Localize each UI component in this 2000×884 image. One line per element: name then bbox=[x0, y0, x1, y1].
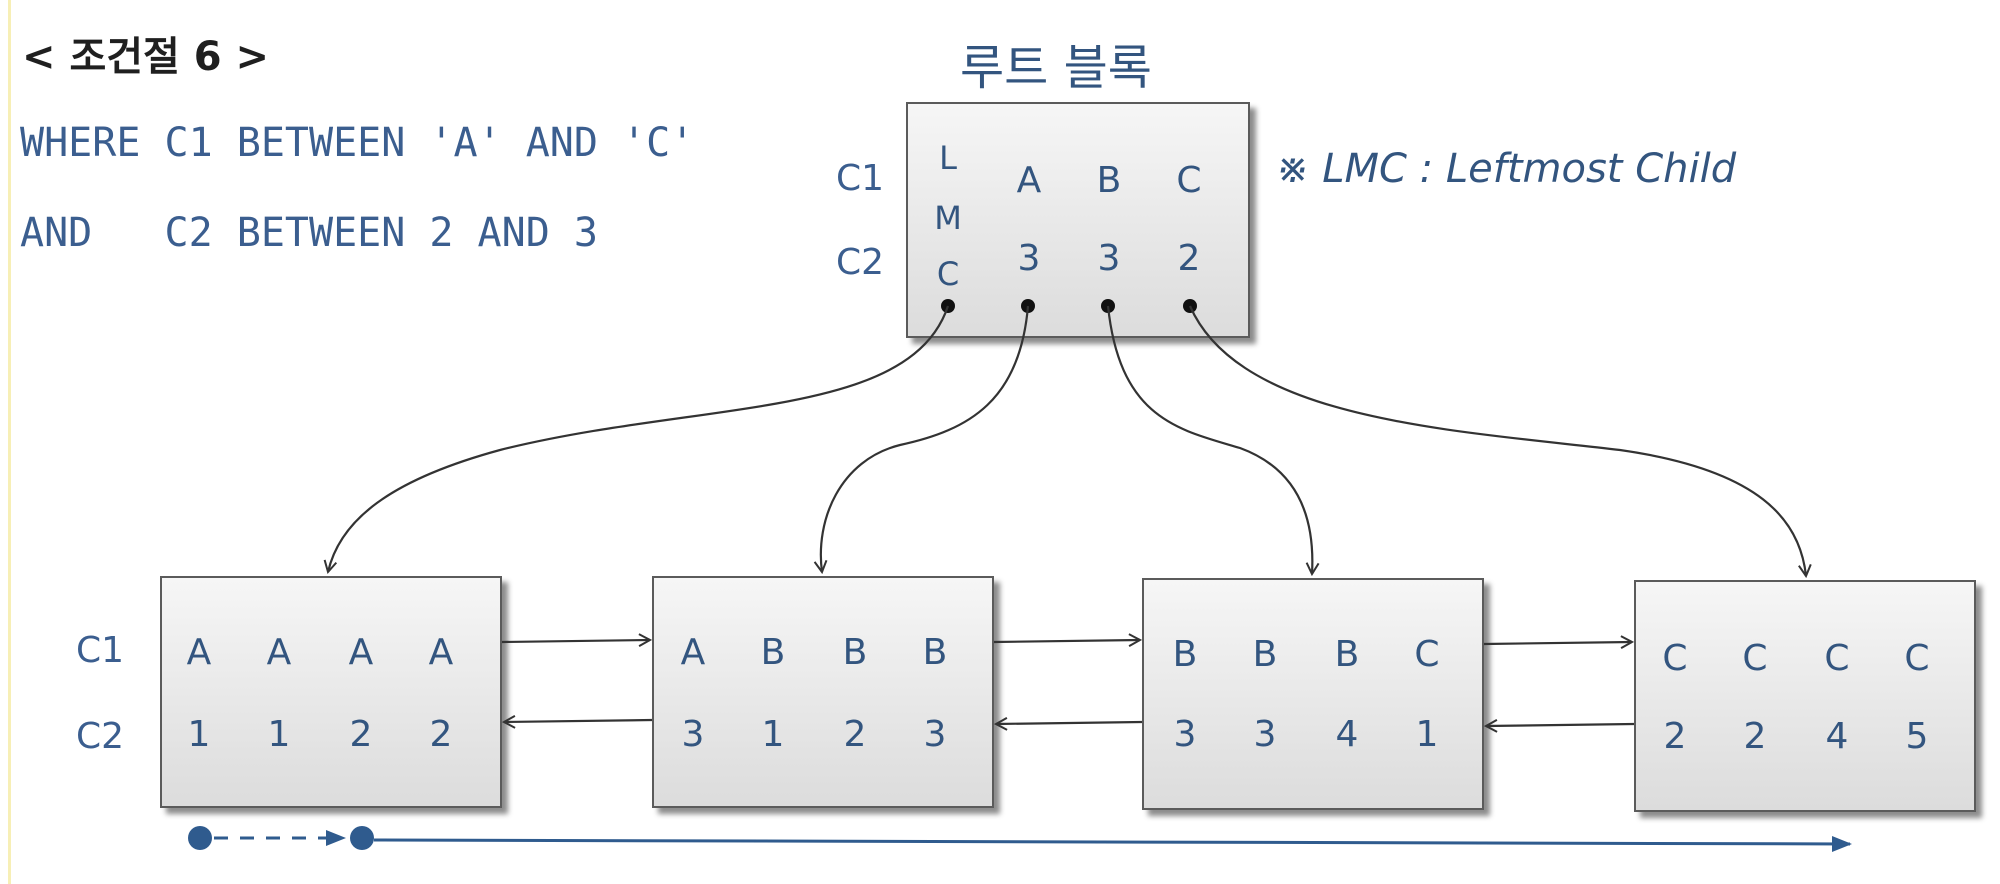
root-c2-label: C2 bbox=[836, 242, 885, 283]
lmc-note: ※ LMC : Leftmost Child bbox=[1276, 146, 1737, 192]
leaf-c1-cell: A bbox=[186, 632, 212, 673]
leaf-c1-cell: C bbox=[1742, 638, 1768, 679]
margin-line bbox=[8, 0, 11, 884]
leaf-c2-cell: 5 bbox=[1905, 716, 1929, 757]
root-c1-cell: C bbox=[1176, 160, 1202, 201]
leaf-c2-cell: 3 bbox=[1253, 714, 1277, 755]
leaf-c1-cell: B bbox=[760, 632, 786, 673]
leaf-c2-cell: 3 bbox=[923, 714, 947, 755]
leaf-c1-cell: A bbox=[680, 632, 706, 673]
leaf-c1-cell: C bbox=[1662, 638, 1688, 679]
leaf-c1-cell: B bbox=[922, 632, 948, 673]
leaf-c2-cell: 1 bbox=[187, 714, 211, 755]
leaf-c1-cell: A bbox=[348, 632, 374, 673]
root-c1-cell: A bbox=[1016, 160, 1042, 201]
leaf3-to-leaf4-arrow bbox=[1483, 642, 1632, 644]
root-lmc-l: L bbox=[939, 139, 957, 177]
root-c1-label: C1 bbox=[836, 158, 885, 199]
root-c2-cell: 2 bbox=[1177, 238, 1201, 279]
scan-resume-dot bbox=[350, 826, 374, 850]
root-to-leaf2-arrow bbox=[821, 305, 1030, 572]
condition-title: < 조건절 6 > bbox=[22, 34, 270, 80]
root-c1-cell: B bbox=[1096, 160, 1122, 201]
leaf-c1-cell: B bbox=[842, 632, 868, 673]
leaf-c1-cell: B bbox=[1172, 634, 1198, 675]
leaf-c1-cell: C bbox=[1414, 634, 1440, 675]
root-to-leaf1-arrow bbox=[328, 305, 950, 572]
leaf-c1-label: C1 bbox=[76, 630, 125, 671]
root-lmc-m: M bbox=[934, 199, 962, 237]
root-lmc-c: C bbox=[936, 255, 960, 293]
leaf-c2-label: C2 bbox=[76, 716, 125, 757]
leaf-c1-cell: B bbox=[1334, 634, 1360, 675]
leaf-c2-cell: 3 bbox=[681, 714, 705, 755]
leaf-c2-cell: 1 bbox=[1415, 714, 1439, 755]
scan-start-dot bbox=[188, 826, 212, 850]
leaf3-to-leaf2-arrow bbox=[996, 722, 1143, 724]
root-block: L M C A B C 3 3 2 bbox=[906, 102, 1250, 338]
root-c2-cell: 3 bbox=[1097, 238, 1121, 279]
scan-range-arrow bbox=[373, 835, 1852, 852]
leaf-c2-cell: 1 bbox=[267, 714, 291, 755]
root-to-leaf4-arrow bbox=[1188, 305, 1806, 576]
sql-and-line: AND C2 BETWEEN 2 AND 3 bbox=[20, 210, 598, 256]
root-to-leaf3-arrow bbox=[1106, 305, 1312, 574]
root-c2-cell: 3 bbox=[1017, 238, 1041, 279]
root-block-title: 루트 블록 bbox=[960, 40, 1152, 96]
leaf-c2-cell: 3 bbox=[1173, 714, 1197, 755]
leaf-c1-cell: A bbox=[428, 632, 454, 673]
leaf-c1-cell: C bbox=[1824, 638, 1850, 679]
leaf-c2-cell: 2 bbox=[429, 714, 453, 755]
leaf4-to-leaf3-arrow bbox=[1486, 724, 1635, 726]
leaf-c2-cell: 4 bbox=[1825, 716, 1849, 757]
leaf-c2-cell: 4 bbox=[1335, 714, 1359, 755]
leaf-c1-cell: B bbox=[1252, 634, 1278, 675]
leaf-c2-cell: 2 bbox=[349, 714, 373, 755]
leaf-c2-cell: 2 bbox=[1743, 716, 1767, 757]
leaf-c2-cell: 2 bbox=[1663, 716, 1687, 757]
leaf-c2-cell: 1 bbox=[761, 714, 785, 755]
leaf-block-3: B B B C 3 3 4 1 bbox=[1142, 578, 1484, 810]
leaf-block-4: C C C C 2 2 4 5 bbox=[1634, 580, 1976, 812]
leaf-c1-cell: C bbox=[1904, 638, 1930, 679]
leaf2-to-leaf1-arrow bbox=[504, 720, 653, 722]
leaf-block-2: A B B B 3 1 2 3 bbox=[652, 576, 994, 808]
leaf-c1-cell: A bbox=[266, 632, 292, 673]
leaf-c2-cell: 2 bbox=[843, 714, 867, 755]
leaf1-to-leaf2-arrow bbox=[501, 640, 650, 642]
leaf-block-1: A A A A 1 1 2 2 bbox=[160, 576, 502, 808]
leaf2-to-leaf3-arrow bbox=[993, 640, 1140, 642]
sql-where-line: WHERE C1 BETWEEN 'A' AND 'C' bbox=[20, 120, 695, 166]
